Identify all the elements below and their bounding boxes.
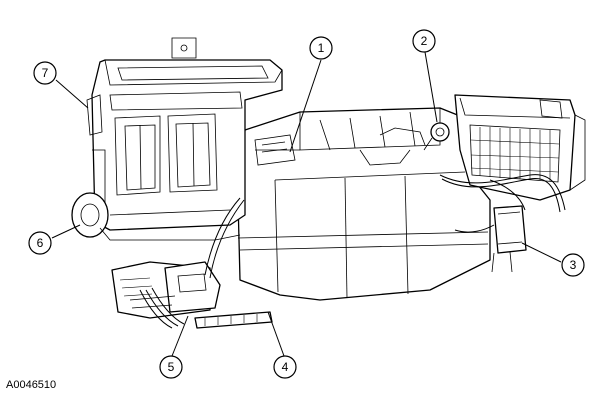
callout-2: 2 [412,29,436,53]
mode-door-actuator [491,205,527,273]
callout-6: 6 [28,231,52,255]
callout-3-label: 3 [570,258,577,272]
callout-5-label: 5 [168,360,175,374]
callout-1-label: 1 [318,41,325,55]
heater-core-unit [454,94,586,201]
callout-7: 7 [33,61,57,85]
figure-reference-number: A0046510 [6,379,57,391]
callout-4-label: 4 [282,360,289,374]
hvac-main-housing [237,107,491,301]
callout-2-label: 2 [421,34,428,48]
callout-1: 1 [309,36,333,60]
leader-lines [51,51,562,357]
temperature-sensor [423,122,450,151]
blend-door-unit [86,37,283,231]
blower-motor-area [71,192,273,329]
callout-3: 3 [561,253,585,277]
callout-6-label: 6 [37,236,44,250]
callout-7-label: 7 [42,66,49,80]
wiring-harness [139,174,566,329]
callout-4: 4 [273,355,297,379]
callout-5: 5 [159,355,183,379]
